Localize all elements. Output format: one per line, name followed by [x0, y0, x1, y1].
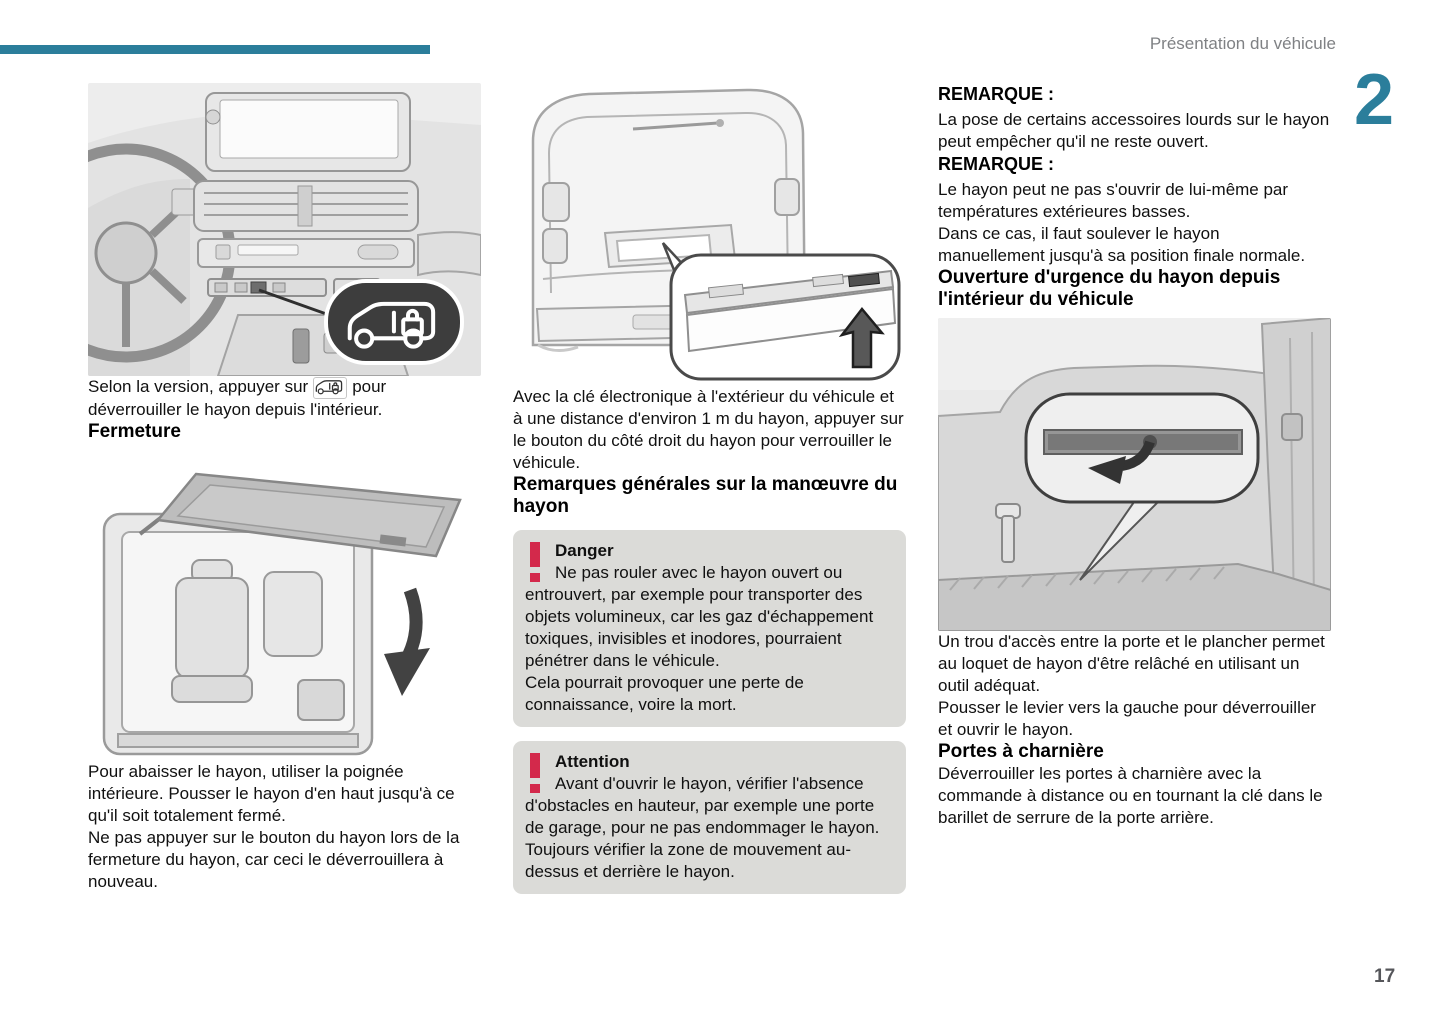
figure-tailgate-inside — [938, 318, 1331, 631]
tailgate-open-illustration — [88, 448, 481, 761]
attention-title: Attention — [555, 752, 630, 771]
dashboard-illustration — [88, 83, 481, 376]
heading-fermeture: Fermeture — [88, 421, 181, 442]
figure-tailgate-open — [88, 448, 481, 761]
exclamation-icon — [527, 542, 544, 582]
paragraph-electronic-key: Avec la clé électronique à l'extérieur d… — [513, 387, 904, 472]
remarque-1-text: La pose de certains accessoires lourds s… — [938, 110, 1330, 151]
danger-title: Danger — [555, 541, 614, 560]
danger-text: Ne pas rouler avec le hayon ouvert ou en… — [525, 563, 874, 714]
figure-rear-van — [513, 83, 906, 386]
figure-dashboard — [88, 83, 481, 376]
paragraph-close-tailgate: Pour abaisser le hayon, utiliser la poig… — [88, 762, 460, 891]
column-middle: Avec la clé électronique à l'extérieur d… — [513, 83, 906, 894]
danger-box: Danger Ne pas rouler avec le hayon ouver… — [513, 530, 906, 727]
paragraph-portes-charniere: Déverrouiller les portes à charnière ave… — [938, 764, 1323, 827]
attention-text: Avant d'ouvrir le hayon, vérifier l'abse… — [525, 774, 880, 881]
arrow-left-icon — [1088, 440, 1155, 484]
column-right: REMARQUE : La pose de certains accessoir… — [938, 83, 1331, 829]
van-lock-callout-icon — [324, 279, 464, 365]
arrow-down-icon — [384, 587, 430, 696]
heading-ouverture-urgence: Ouverture d'urgence du hayon depuis l'in… — [938, 267, 1281, 310]
text-before-icon: Selon la version, appuyer sur — [88, 377, 309, 396]
heading-portes-charniere: Portes à charnière — [938, 741, 1104, 762]
rear-van-illustration — [513, 83, 906, 386]
remarque-2-text: Le hayon peut ne pas s'ouvrir de lui-mêm… — [938, 180, 1306, 265]
tailgate-inside-illustration — [938, 318, 1331, 631]
chapter-number: 2 — [1354, 60, 1395, 140]
arrow-up-icon — [838, 307, 885, 369]
van-lock-icon — [313, 377, 348, 399]
page-number: 17 — [1374, 966, 1396, 987]
remarque-1-title: REMARQUE : — [938, 84, 1054, 104]
remarque-2-title: REMARQUE : — [938, 154, 1054, 174]
attention-box: Attention Avant d'ouvrir le hayon, vérif… — [513, 741, 906, 894]
page-header-title: Présentation du véhicule — [1149, 34, 1336, 53]
text-after-icon: pour déverrouiller le hayon depuis l'int… — [88, 377, 387, 419]
exclamation-icon — [527, 753, 544, 793]
heading-remarques-generales: Remarques générales sur la manœuvre du h… — [513, 474, 898, 517]
paragraph-access-hole: Un trou d'accès entre la porte et le pla… — [938, 632, 1325, 739]
header-accent-bar — [0, 45, 430, 54]
